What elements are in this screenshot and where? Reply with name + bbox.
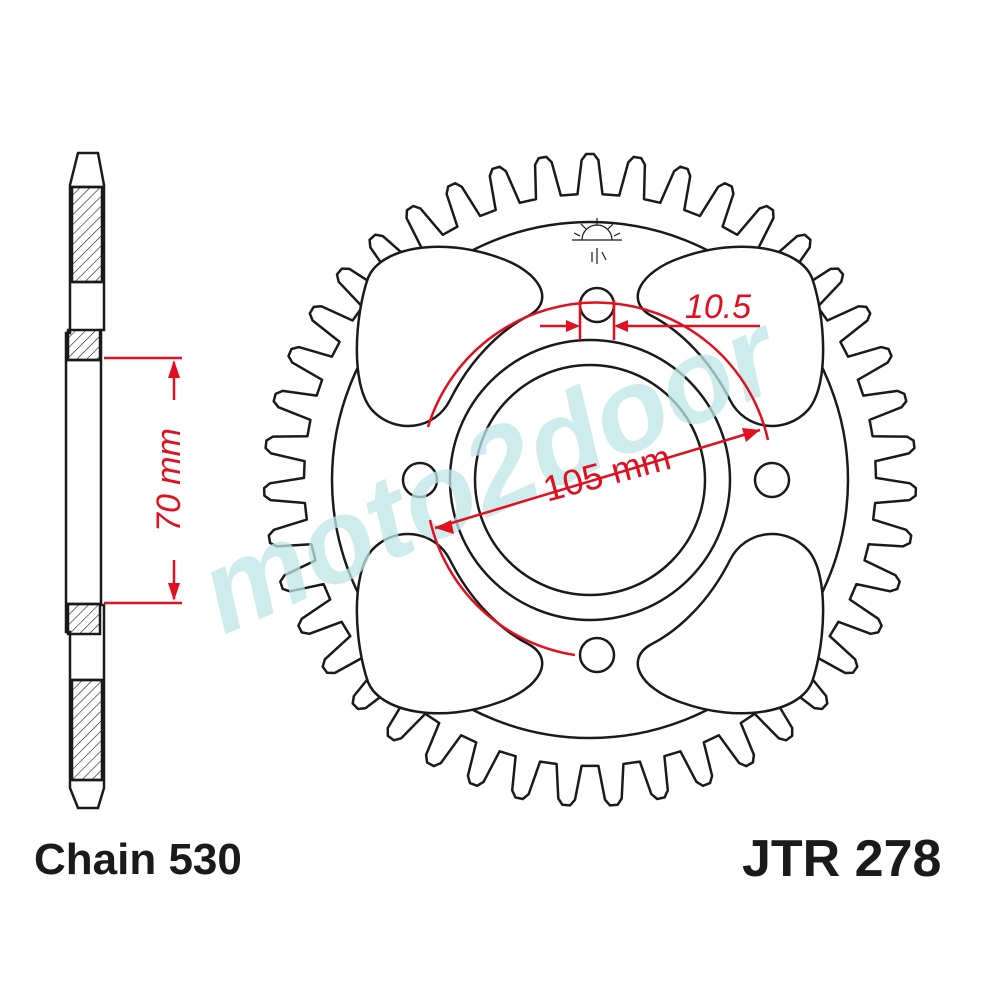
- hatch-lower-hub: [66, 602, 102, 636]
- hub-outer-ring: [448, 338, 732, 622]
- bolt-hole-top: [578, 286, 616, 324]
- tooth-root-circle: [330, 220, 850, 740]
- hatch-top: [70, 185, 104, 284]
- bolt-hole-dimension-label: 10.5: [685, 288, 751, 326]
- pcd-arc: [426, 301, 770, 441]
- hub-dimension: [104, 356, 182, 605]
- slot-upper-right: [636, 245, 825, 428]
- slot-upper-left: [355, 245, 544, 428]
- bolt-hole-right: [753, 461, 791, 499]
- hatch-bottom: [70, 678, 104, 782]
- bolt-hole-dimension: [540, 300, 760, 340]
- pcd-arc-lower: [428, 519, 576, 657]
- hub-dimension-label: 70 mm: [150, 428, 188, 532]
- hatch-upper-hub: [66, 328, 102, 362]
- side-profile: [64, 151, 106, 810]
- pcd-dimension: [426, 301, 770, 657]
- lightening-slots: [355, 245, 825, 715]
- jt-logo-icon: [572, 218, 622, 264]
- bolt-holes: [401, 286, 791, 674]
- sprocket: [262, 152, 918, 807]
- slot-lower-right: [636, 532, 825, 715]
- bolt-hole-left: [401, 461, 439, 499]
- bolt-hole-bottom: [578, 636, 616, 674]
- part-number: JTR 278: [742, 830, 942, 888]
- chain-label: Chain 530: [34, 835, 242, 884]
